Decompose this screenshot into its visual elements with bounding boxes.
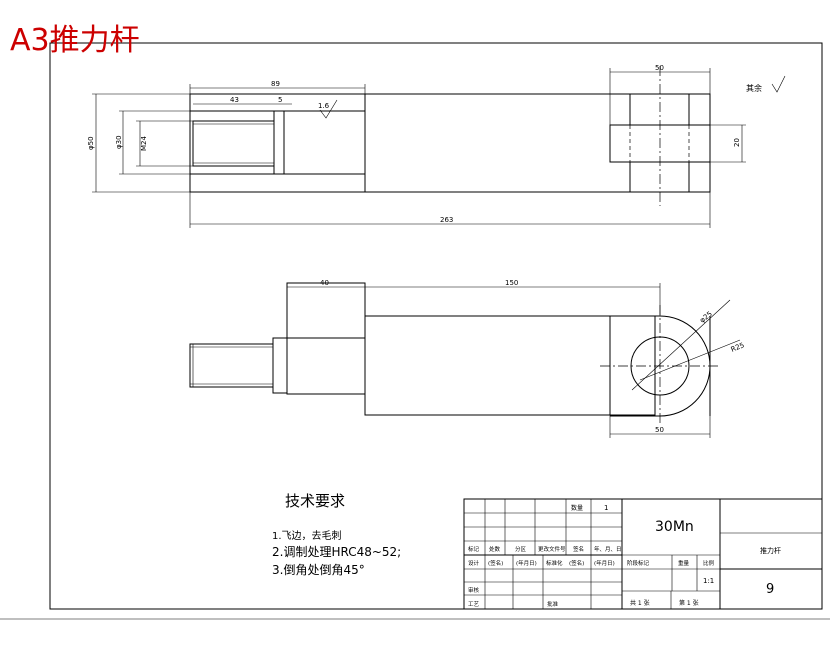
dim-overall-length: 263 [440,216,453,224]
dim-shaft-length: 89 [271,80,280,88]
drawing-title: A3推力杆 [10,23,140,58]
material: 30Mn [655,519,694,535]
dim-body-length: 150 [505,279,518,287]
tech-item-3: 3.倒角处倒角45° [272,563,365,577]
front-step [272,337,288,394]
tech-item-1: 1.飞边，去毛刺 [272,530,342,542]
sheet-no: 第 1 张 [679,599,699,607]
tech-item-2: 2.调制处理HRC48~52; [272,545,401,559]
tech-title: 技术要求 [285,492,345,510]
rev-h5: 年、月、日 [594,545,622,553]
row-design-3: 标准化 [546,559,563,567]
row-design-0: 设计 [468,559,480,567]
dim-slot-width: 20 [733,138,741,147]
roughness-symbol [771,75,786,93]
title-block: 数量 1 标记 处数 分区 更改文件号 签名 年、月、日 设计 (签名) (年月… [463,498,823,610]
rev-h3: 更改文件号 [538,545,566,553]
dim-thread-length: 43 [230,96,239,104]
dim-step-length: 40 [320,279,329,287]
drawing-no: 9 [766,582,774,597]
scale-value: 1:1 [703,577,714,585]
dim-total-height: φ50 [87,136,95,150]
row-design-2: (年月日) [516,559,537,567]
qty-label: 数量 [571,504,583,512]
row-review: 审核 [468,586,480,594]
part-name: 推力杆 [760,546,781,555]
dim-fork-width-top: 50 [655,64,664,72]
row-design-4: (签名) [569,559,584,567]
front-view: 40 150 φ25 R25 50 [189,279,746,438]
stage-label: 阶段标记 [627,559,650,567]
dim-chamfer: 5 [278,96,282,104]
rev-h2: 分区 [515,545,527,553]
roughness-note: 其余 [746,83,762,93]
row-design-5: (年月日) [594,559,615,567]
tech-requirements: 技术要求 1.飞边，去毛刺 2.调制处理HRC48~52; 3.倒角处倒角45° [272,492,401,577]
row-approve: 批准 [547,600,559,608]
front-body [364,315,656,416]
qty-value: 1 [604,504,608,512]
dim-roughness: 1.6 [318,102,330,110]
top-body [189,93,711,193]
drawing-border [49,42,823,610]
top-view: 263 89 43 5 1.6 φ50 φ30 M24 50 20 [87,64,746,228]
rev-h1: 处数 [489,545,501,553]
rev-h0: 标记 [468,545,480,553]
weight-label: 重量 [678,559,690,567]
front-thread [189,343,274,388]
sheets-total: 共 1 张 [630,599,650,607]
top-thread [192,120,275,167]
dim-fork-width-front: 50 [655,426,664,434]
dim-hole-dia: φ25 [698,310,714,325]
row-process: 工艺 [468,601,480,608]
row-design-1: (签名) [488,559,503,567]
dim-shaft-dia: φ30 [115,135,123,149]
dim-thread: M24 [140,136,148,151]
rev-h4: 签名 [573,545,584,553]
scale-label: 比例 [703,559,715,567]
